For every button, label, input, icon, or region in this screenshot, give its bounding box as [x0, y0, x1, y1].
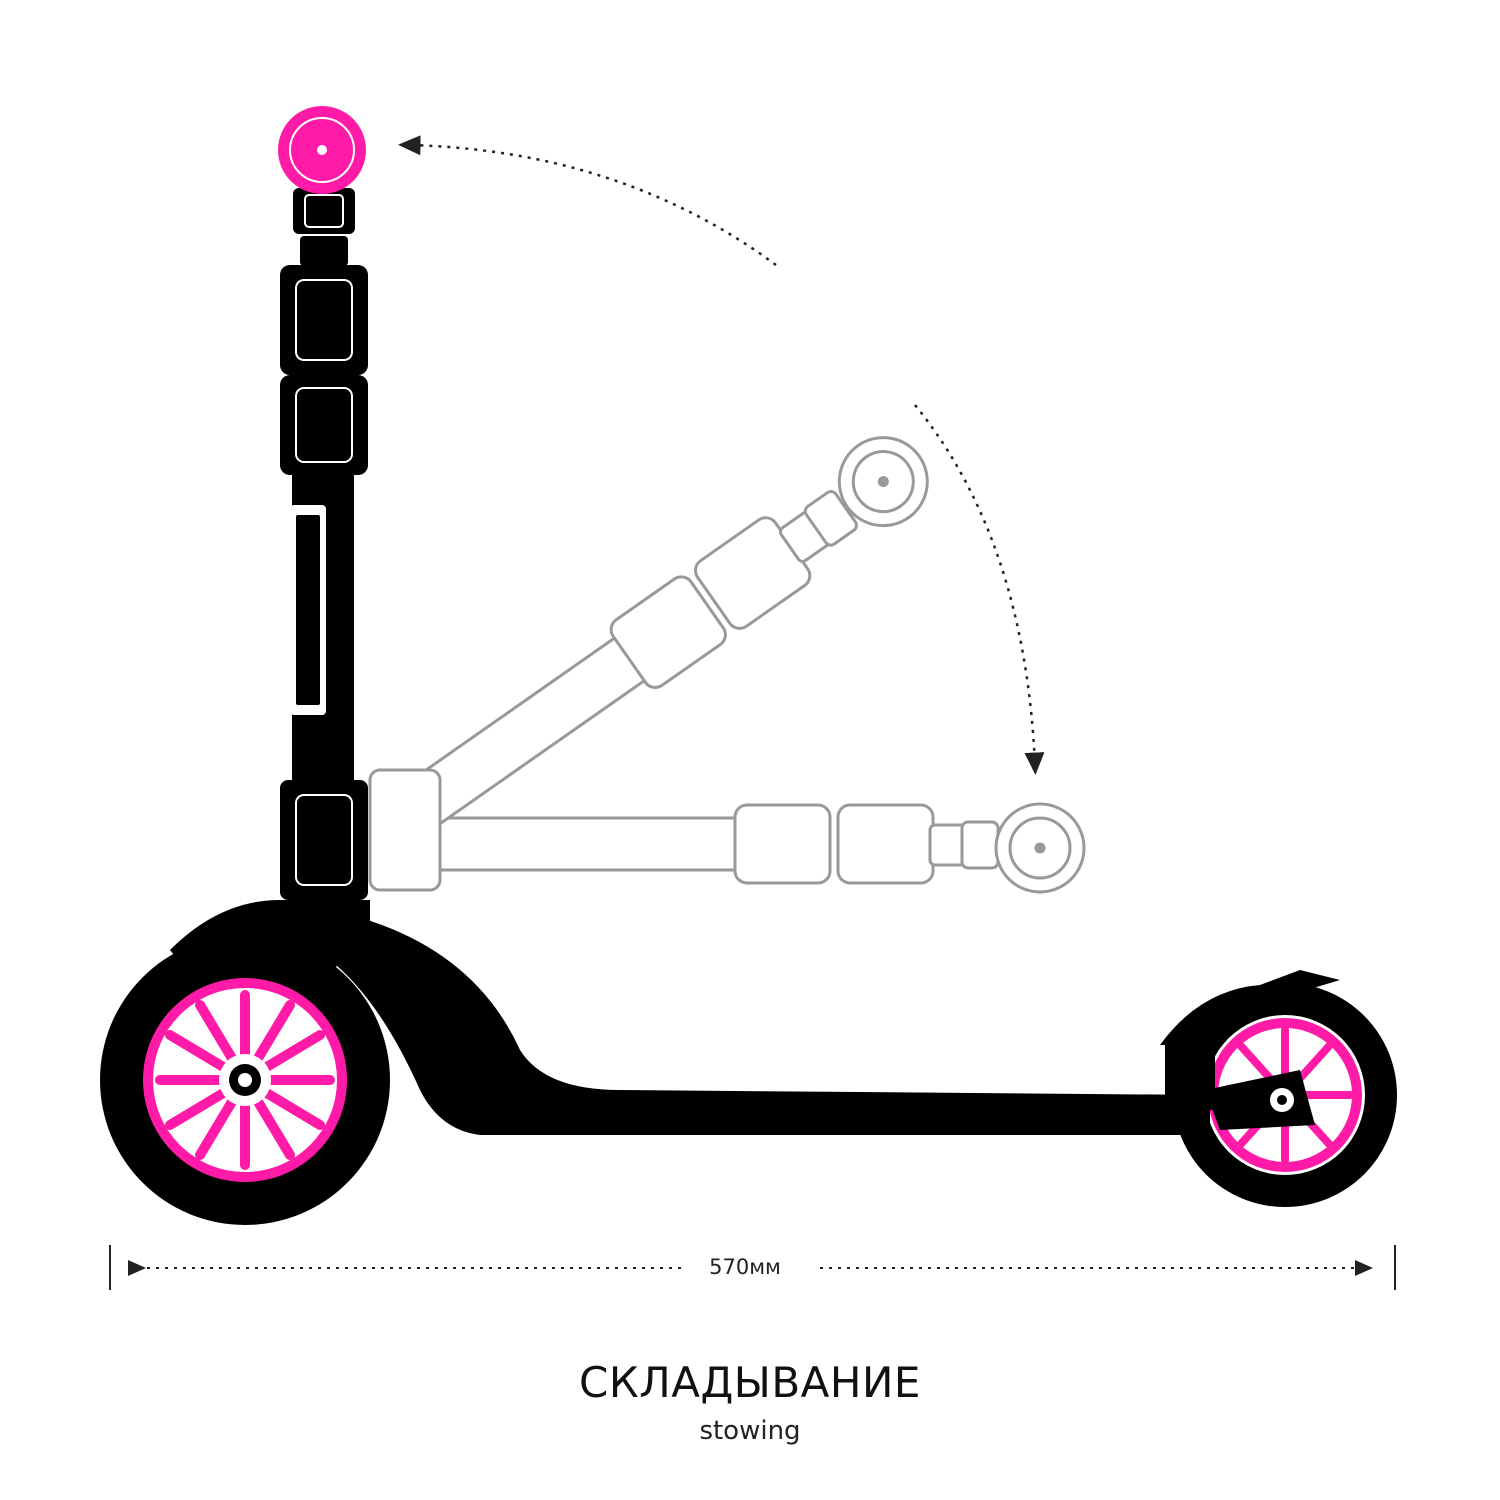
caption-title: СКЛАДЫВАНИЕ [579, 1358, 921, 1407]
front-wheel [100, 935, 390, 1225]
stem-upright [280, 188, 368, 900]
dimension-line [109, 1245, 1396, 1290]
ghost-hinge [368, 768, 442, 892]
rear-fender-brake [1160, 970, 1340, 1045]
dimension-label: 570мм [690, 1252, 800, 1282]
rotation-arrow-top [398, 135, 777, 267]
deck [330, 910, 1210, 1135]
ghost-stem-angled [385, 436, 929, 841]
rear-deck-block [1165, 1045, 1215, 1110]
ghost-stem-folded [368, 802, 1086, 894]
handle-knob [278, 106, 366, 194]
caption-subtitle: stowing [699, 1416, 801, 1446]
rotation-arrow-right [914, 404, 1045, 775]
rear-wheel [1173, 983, 1397, 1207]
